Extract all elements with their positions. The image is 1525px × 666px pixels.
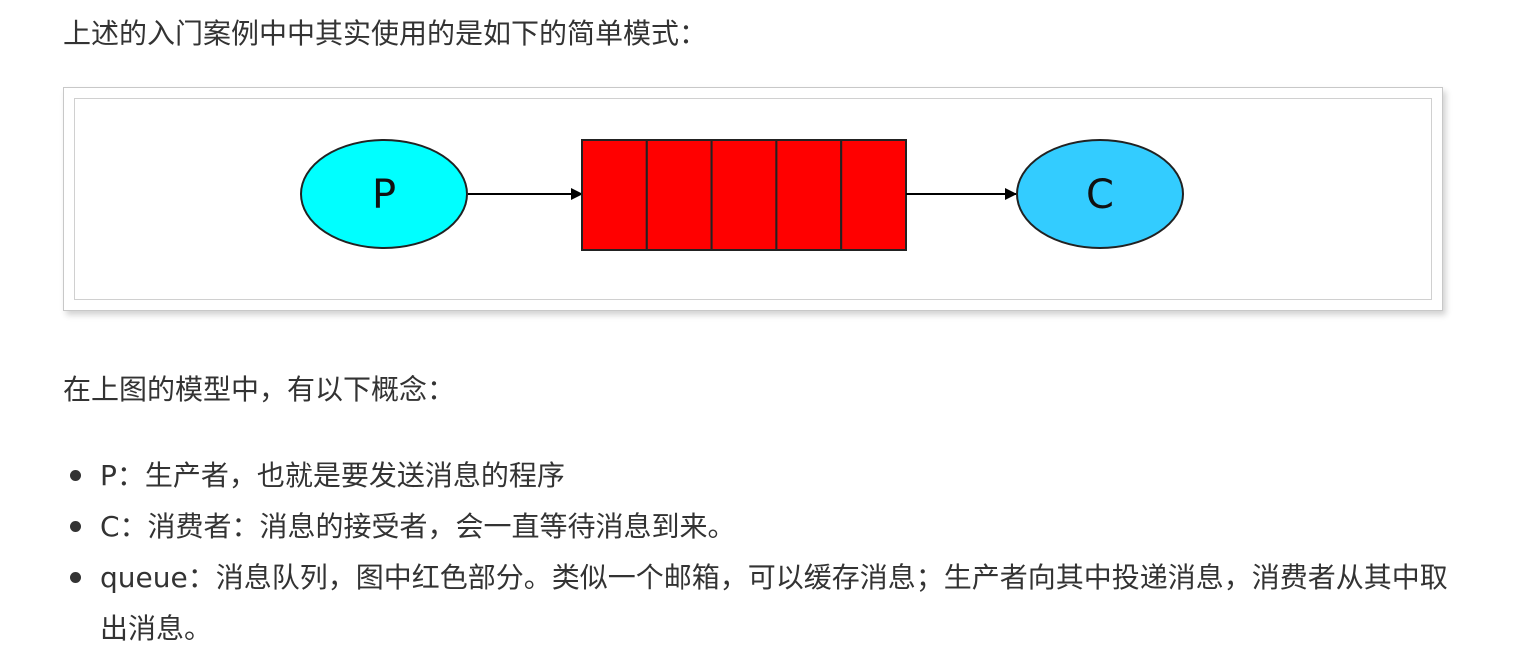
- list-item-text: queue：消息队列，图中红色部分。类似一个邮箱，可以缓存消息；生产者向其中投递…: [100, 561, 1448, 645]
- bullet-dot-icon: [70, 572, 81, 583]
- bullet-dot-icon: [70, 521, 81, 532]
- list-item-text: C：消费者：消息的接受者，会一直等待消息到来。: [100, 510, 736, 543]
- bullet-dot-icon: [70, 470, 81, 481]
- producer-node: [300, 139, 468, 249]
- list-item-text: P：生产者，也就是要发送消息的程序: [100, 459, 565, 492]
- list-item: C：消费者：消息的接受者，会一直等待消息到来。: [63, 501, 1463, 552]
- simple-queue-diagram: P C: [300, 139, 1184, 251]
- producer-label: P: [372, 172, 396, 218]
- queue-slot: [710, 139, 778, 251]
- concept-list: P：生产者，也就是要发送消息的程序 C：消费者：消息的接受者，会一直等待消息到来…: [63, 450, 1463, 654]
- list-item: queue：消息队列，图中红色部分。类似一个邮箱，可以缓存消息；生产者向其中投递…: [63, 552, 1463, 654]
- consumer-label: C: [1086, 172, 1114, 218]
- diagram-inner-border: [74, 98, 1432, 300]
- concepts-title: 在上图的模型中，有以下概念：: [63, 373, 456, 406]
- queue-slot: [775, 139, 843, 251]
- diagram-figure: P C: [63, 87, 1443, 311]
- consumer-node: [1016, 139, 1184, 249]
- intro-text: 上述的入门案例中中其实使用的是如下的简单模式：: [63, 17, 708, 50]
- queue-slot: [645, 139, 713, 251]
- list-item: P：生产者，也就是要发送消息的程序: [63, 450, 1463, 501]
- queue: [581, 139, 908, 251]
- queue-slot: [581, 139, 648, 251]
- queue-slot: [840, 139, 908, 251]
